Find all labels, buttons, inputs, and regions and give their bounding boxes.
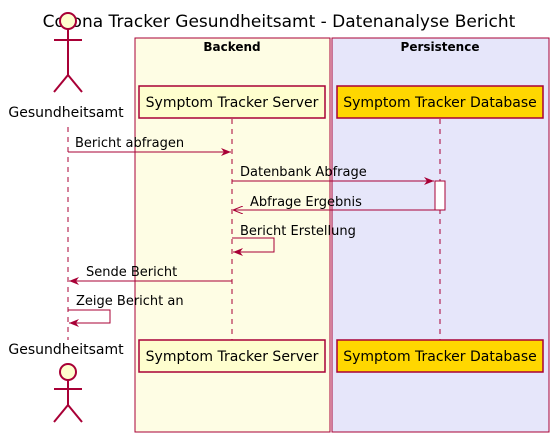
message-datenbank-abfrage: Datenbank Abfrage <box>232 165 434 185</box>
message-label: Datenbank Abfrage <box>240 165 367 180</box>
message-label: Zeige Bericht an <box>76 294 184 309</box>
server-participant-bottom: Symptom Tracker Server <box>138 339 326 373</box>
database-participant-top: Symptom Tracker Database <box>336 85 544 119</box>
message-bericht-abfragen: Bericht abfragen <box>68 136 231 156</box>
backend-box-label: Backend <box>203 40 260 54</box>
actor-stick-figure-icon <box>53 12 83 93</box>
message-bericht-erstellung: Bericht Erstellung <box>232 224 356 256</box>
actor-bottom: Gesundheitsamt <box>8 342 124 423</box>
diagram-title: Corona Tracker Gesundheitsamt - Datenana… <box>43 12 516 32</box>
message-abfrage-ergebnis: Abfrage Ergebnis <box>233 195 435 210</box>
message-zeige-bericht-an: Zeige Bericht an <box>68 294 184 327</box>
database-top-label: Symptom Tracker Database <box>343 95 537 111</box>
persistence-box-label: Persistence <box>401 40 480 54</box>
database-participant-bottom: Symptom Tracker Database <box>336 339 544 373</box>
database-bottom-label: Symptom Tracker Database <box>343 349 537 365</box>
actor-top-label: Gesundheitsamt <box>8 105 124 121</box>
message-label: Abfrage Ergebnis <box>250 195 362 210</box>
database-activation-bar <box>434 180 446 211</box>
actor-bottom-label: Gesundheitsamt <box>8 342 124 358</box>
actor-top: Gesundheitsamt <box>8 12 124 121</box>
message-label: Sende Bericht <box>86 265 177 280</box>
message-label: Bericht abfragen <box>75 136 184 151</box>
actor-stick-figure-icon <box>53 363 83 423</box>
server-participant-top: Symptom Tracker Server <box>138 85 326 119</box>
message-sende-bericht: Sende Bericht <box>69 265 232 285</box>
server-top-label: Symptom Tracker Server <box>146 95 319 111</box>
server-bottom-label: Symptom Tracker Server <box>146 349 319 365</box>
message-label: Bericht Erstellung <box>240 224 356 239</box>
